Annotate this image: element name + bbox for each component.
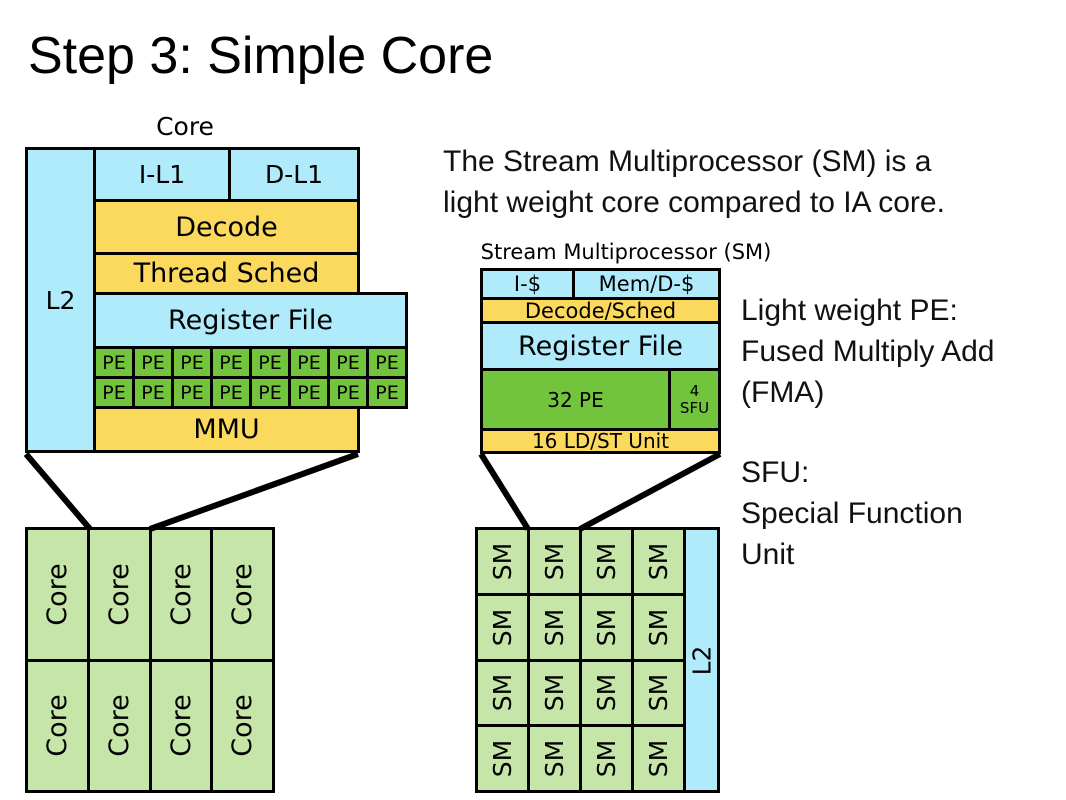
slide-title: Step 3: Simple Core [28,27,494,85]
pe-note: Light weight PE: Fused Multiply Add (FMA… [741,290,994,413]
core-connector-right [148,451,360,532]
intro-line-1: The Stream Multiprocessor (SM) is a [443,145,932,178]
sm-decode-sched-block: Decode/Sched [480,297,721,324]
core-cell: Core [210,658,275,793]
core-decode-block: Decode [93,199,360,255]
core-cell: Core [25,658,90,793]
core-register-file-block: Register File [93,292,408,349]
sm-cell: SM [527,724,582,793]
sm-ldst-block: 16 LD/ST Unit [480,428,721,454]
pe-cell: PE [288,346,330,379]
intro-line-2: light weight core compared to IA core. [443,186,945,219]
pe-cell: PE [366,376,408,409]
sm-connector-right [578,451,722,532]
sm-sfu-count: 4 [689,381,700,400]
sm-sfu-label: SFU [679,398,710,417]
pe-note-line-2: Fused Multiply Add [741,335,995,368]
sm-icache-block: I-$ [480,268,575,300]
sfu-note: SFU: Special Function Unit [741,452,963,575]
pe-note-line-3: (FMA) [741,376,825,409]
sm-sfu-block: 4 SFU [668,368,721,431]
core-cell: Core [25,527,90,662]
sm-caption: Stream Multiprocessor (SM) [480,240,772,264]
sm-cell: SM [631,724,686,793]
sm-connector-left [478,452,531,531]
pe-note-line-1: Light weight PE: [741,294,958,327]
core-cell: Core [210,527,275,662]
core-mmu-block: MMU [93,406,360,453]
intro-text: The Stream Multiprocessor (SM) is a ligh… [443,141,945,223]
pe-cell: PE [288,376,330,409]
sm-l2-block: L2 [683,527,720,793]
core-caption: Core [156,112,214,141]
sfu-note-line-3: Unit [741,538,795,571]
sfu-note-line-1: SFU: [741,456,810,489]
core-connector-left [23,452,93,531]
sm-cell: SM [631,527,686,596]
core-dl1-block: D-L1 [228,147,360,202]
sfu-note-line-2: Special Function [741,497,963,530]
